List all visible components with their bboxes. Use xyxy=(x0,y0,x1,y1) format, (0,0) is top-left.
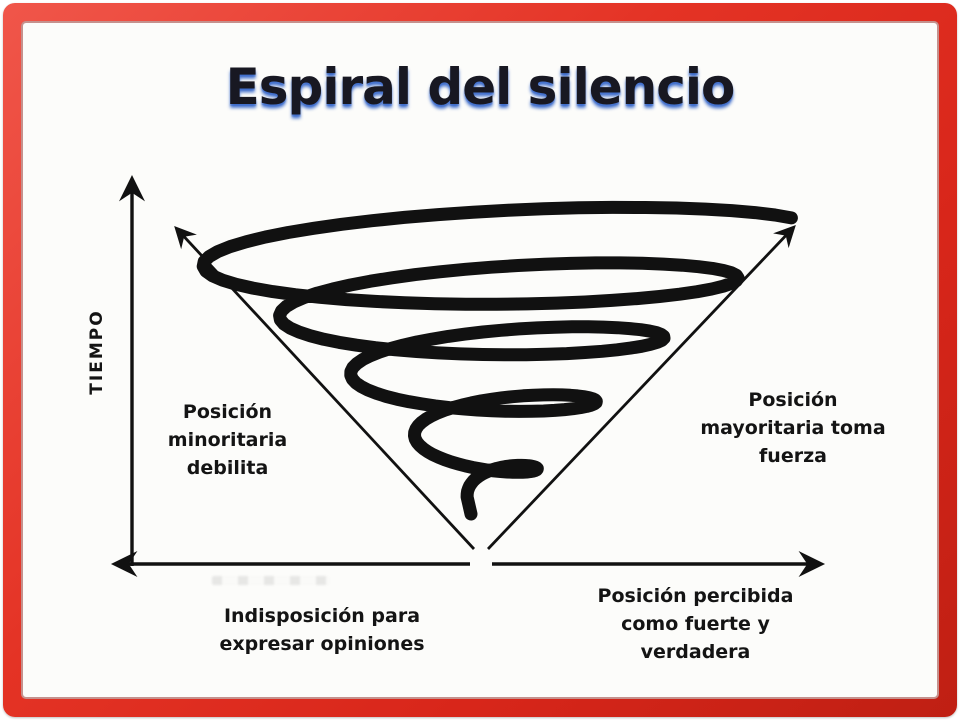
label-line: Posición percibida xyxy=(597,585,794,607)
label-majority-position-strengthens: Posición mayoritaria toma fuerza xyxy=(683,386,903,470)
label-line: como fuerte y xyxy=(621,613,770,635)
label-line: verdadera xyxy=(640,641,751,663)
label-line: minoritaria xyxy=(167,429,288,451)
spiral-curve xyxy=(196,200,798,521)
label-line: fuerza xyxy=(759,445,827,467)
label-line: Indisposición para xyxy=(223,605,421,627)
y-axis-label: TIEMPO xyxy=(87,309,107,395)
label-position-perceived-strong: Posición percibida como fuerte y verdade… xyxy=(573,582,818,666)
label-line: expresar opiniones xyxy=(219,633,425,655)
label-line: Posición xyxy=(182,401,273,423)
label-unwillingness-to-express: Indisposición para expresar opiniones xyxy=(192,602,452,658)
label-line: mayoritaria toma xyxy=(700,417,886,439)
label-line: debilita xyxy=(186,457,269,479)
page-title: Espiral del silencio xyxy=(225,58,736,116)
label-minority-position-weakens: Posición minoritaria debilita xyxy=(120,398,335,482)
erased-text-smudge xyxy=(212,576,330,585)
label-line: Posición xyxy=(748,389,838,411)
